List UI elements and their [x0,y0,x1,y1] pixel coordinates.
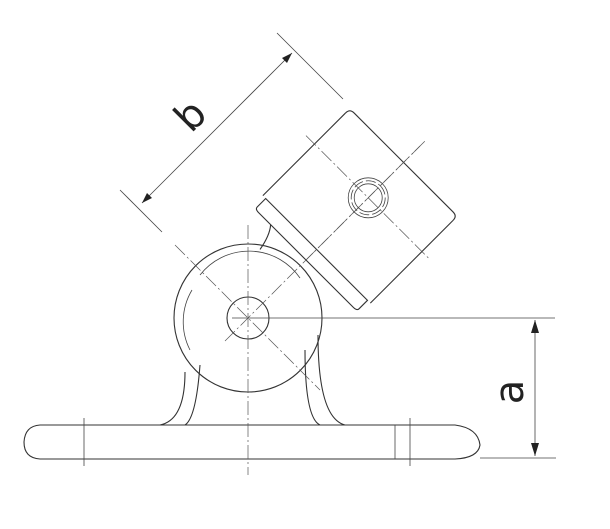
dimension-b-label: b [166,91,216,141]
dimension-a-label: a [487,380,533,405]
dimension-b: b [119,32,344,233]
centerlines [174,145,555,475]
base-plate [23,418,481,466]
dimension-a: a [480,320,556,459]
grub-screw-hole [347,177,389,219]
swivel-socket [255,110,456,311]
